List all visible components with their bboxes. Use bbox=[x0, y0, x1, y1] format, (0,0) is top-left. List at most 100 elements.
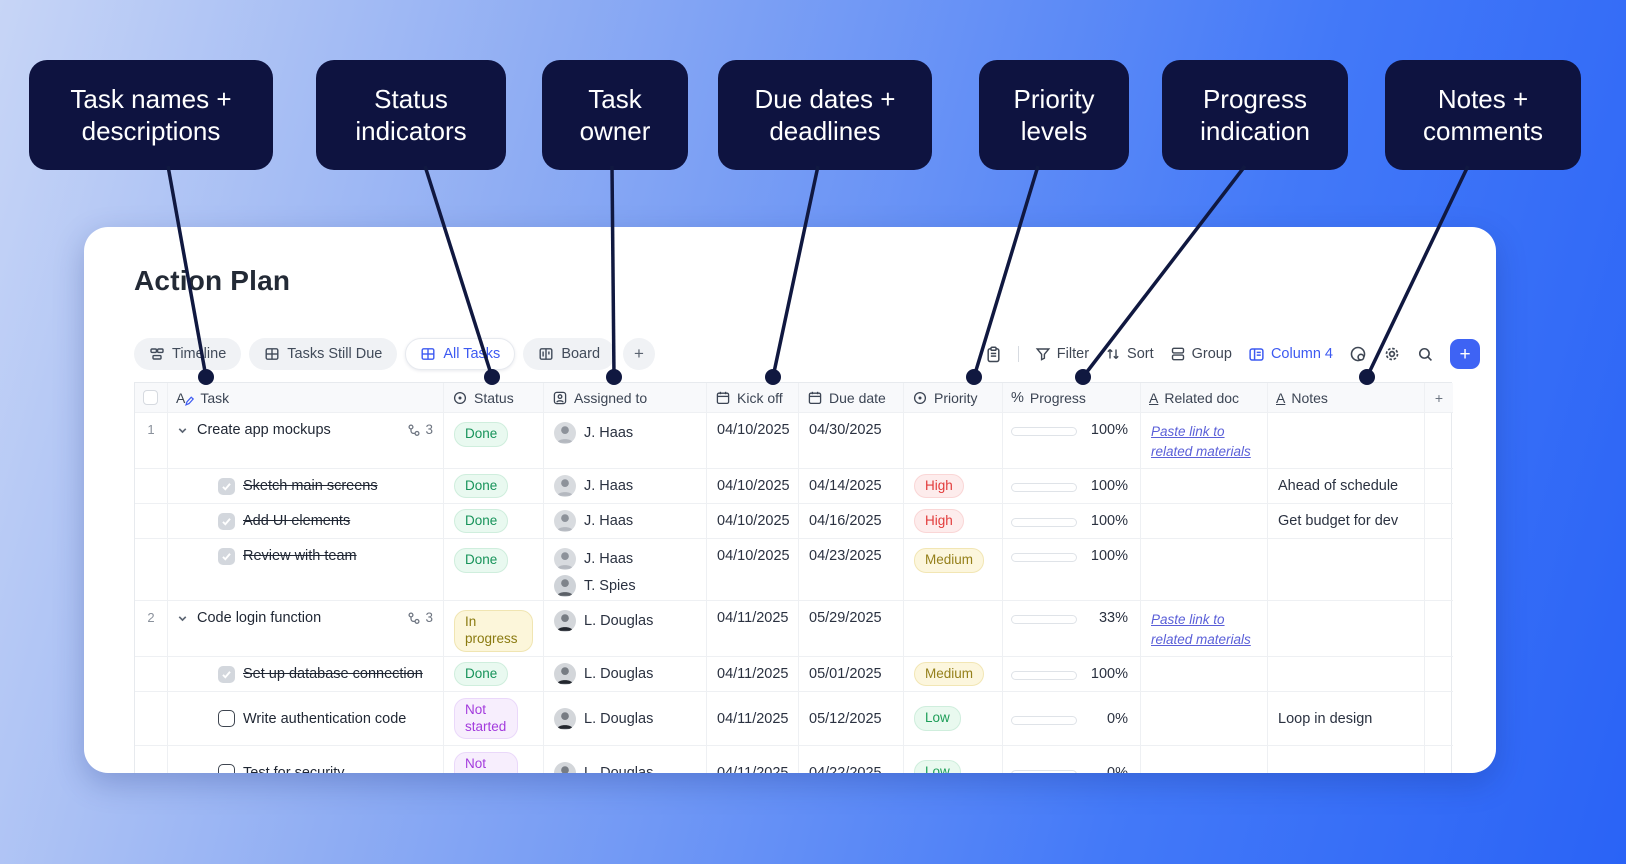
task-name[interactable]: Write authentication code bbox=[243, 710, 407, 727]
related-doc-cell[interactable] bbox=[1141, 539, 1268, 601]
status-badge[interactable]: Done bbox=[454, 422, 509, 447]
kick-off-cell[interactable]: 04/10/2025 bbox=[707, 469, 799, 504]
assigned-cell[interactable]: L. Douglas bbox=[544, 692, 707, 746]
priority-badge[interactable]: Medium bbox=[914, 661, 985, 687]
task-checkbox[interactable] bbox=[218, 512, 235, 530]
column-header-due-date[interactable]: Due date bbox=[799, 383, 904, 413]
due-date-cell[interactable]: 04/14/2025 bbox=[799, 469, 904, 504]
related-doc-cell[interactable] bbox=[1141, 504, 1268, 539]
status-cell[interactable]: Not started bbox=[444, 746, 544, 773]
sort-button[interactable]: Sort bbox=[1105, 346, 1154, 362]
priority-badge[interactable]: High bbox=[914, 508, 964, 534]
due-date-cell[interactable]: 05/01/2025 bbox=[799, 657, 904, 692]
chevron-down-icon[interactable] bbox=[176, 424, 189, 437]
task-name[interactable]: Test for security bbox=[243, 764, 345, 774]
notes-cell[interactable] bbox=[1268, 657, 1425, 692]
kick-off-cell[interactable]: 04/11/2025 bbox=[707, 601, 799, 657]
due-date-cell[interactable]: 05/12/2025 bbox=[799, 692, 904, 746]
filter-button[interactable]: Filter bbox=[1035, 346, 1089, 362]
kick-off-cell[interactable]: 04/11/2025 bbox=[707, 692, 799, 746]
due-date-cell[interactable]: 05/29/2025 bbox=[799, 601, 904, 657]
task-checkbox[interactable] bbox=[218, 548, 235, 565]
priority-cell[interactable] bbox=[904, 413, 1003, 469]
status-badge[interactable]: In progress bbox=[454, 610, 533, 652]
status-cell[interactable]: In progress bbox=[444, 601, 544, 657]
related-doc-cell[interactable] bbox=[1141, 692, 1268, 746]
task-checkbox[interactable] bbox=[218, 764, 235, 773]
due-date-cell[interactable]: 04/30/2025 bbox=[799, 413, 904, 469]
status-cell[interactable]: Done bbox=[444, 413, 544, 469]
notes-cell[interactable] bbox=[1268, 746, 1425, 773]
tab-all-tasks[interactable]: All Tasks bbox=[405, 338, 516, 370]
priority-cell[interactable]: Medium bbox=[904, 539, 1003, 601]
priority-cell[interactable]: High bbox=[904, 469, 1003, 504]
due-date-cell[interactable]: 04/16/2025 bbox=[799, 504, 904, 539]
task-name[interactable]: Add UI elements bbox=[243, 513, 351, 529]
column-button[interactable]: Column 4 bbox=[1248, 346, 1333, 363]
status-badge[interactable]: Done bbox=[454, 661, 509, 687]
status-badge[interactable]: Done bbox=[454, 548, 509, 573]
doc-panel-icon[interactable] bbox=[985, 346, 1002, 363]
kick-off-cell[interactable]: 04/11/2025 bbox=[707, 657, 799, 692]
priority-badge[interactable]: Low bbox=[914, 760, 961, 773]
kick-off-cell[interactable]: 04/10/2025 bbox=[707, 504, 799, 539]
priority-badge[interactable]: Low bbox=[914, 706, 961, 731]
due-date-cell[interactable]: 04/22/2025 bbox=[799, 746, 904, 773]
status-cell[interactable]: Not started bbox=[444, 692, 544, 746]
assigned-cell[interactable]: J. Haas bbox=[544, 504, 707, 539]
chevron-down-icon[interactable] bbox=[176, 612, 189, 625]
notes-cell[interactable] bbox=[1268, 539, 1425, 601]
related-doc-cell[interactable] bbox=[1141, 657, 1268, 692]
status-badge[interactable]: Not started bbox=[454, 751, 518, 773]
tab-board[interactable]: Board bbox=[523, 338, 616, 370]
task-name[interactable]: Code login function bbox=[197, 610, 322, 626]
related-doc-cell[interactable] bbox=[1141, 746, 1268, 773]
kick-off-cell[interactable]: 04/10/2025 bbox=[707, 539, 799, 601]
priority-cell[interactable]: High bbox=[904, 504, 1003, 539]
assigned-cell[interactable]: J. Haas bbox=[544, 413, 707, 469]
add-tab-button[interactable]: + bbox=[623, 338, 656, 370]
add-view-button[interactable]: + bbox=[1450, 339, 1480, 369]
status-badge[interactable]: Not started bbox=[454, 697, 518, 740]
task-checkbox[interactable] bbox=[218, 477, 235, 495]
column-header-priority[interactable]: Priority bbox=[904, 383, 1003, 413]
table-row[interactable]: Write authentication code Not started L. D… bbox=[135, 692, 1453, 746]
kick-off-cell[interactable]: 04/10/2025 bbox=[707, 413, 799, 469]
notes-cell[interactable]: Ahead of schedule bbox=[1268, 469, 1425, 504]
column-header-kick-off[interactable]: Kick off bbox=[707, 383, 799, 413]
tab-timeline[interactable]: Timeline bbox=[134, 338, 242, 370]
task-name[interactable]: Review with team bbox=[243, 548, 357, 564]
priority-cell[interactable]: Low bbox=[904, 746, 1003, 773]
notes-cell[interactable] bbox=[1268, 601, 1425, 657]
priority-badge[interactable]: Medium bbox=[914, 548, 985, 573]
status-cell[interactable]: Done bbox=[444, 657, 544, 692]
search-icon[interactable] bbox=[1417, 346, 1434, 363]
status-cell[interactable]: Done bbox=[444, 469, 544, 504]
assigned-cell[interactable]: L. Douglas bbox=[544, 657, 707, 692]
add-column-button[interactable]: + bbox=[1425, 383, 1453, 413]
notes-cell[interactable]: Get budget for dev bbox=[1268, 504, 1425, 539]
status-badge[interactable]: Done bbox=[454, 473, 509, 499]
group-button[interactable]: Group bbox=[1170, 346, 1232, 362]
status-badge[interactable]: Done bbox=[454, 508, 509, 534]
column-header-progress[interactable]: %Progress bbox=[1003, 383, 1141, 413]
gear-icon[interactable] bbox=[1383, 345, 1401, 363]
tab-tasks-still-due[interactable]: Tasks Still Due bbox=[249, 338, 398, 370]
assigned-cell[interactable]: L. Douglas bbox=[544, 746, 707, 773]
kick-off-cell[interactable]: 04/11/2025 bbox=[707, 746, 799, 773]
notes-cell[interactable] bbox=[1268, 413, 1425, 469]
status-cell[interactable]: Done bbox=[444, 504, 544, 539]
